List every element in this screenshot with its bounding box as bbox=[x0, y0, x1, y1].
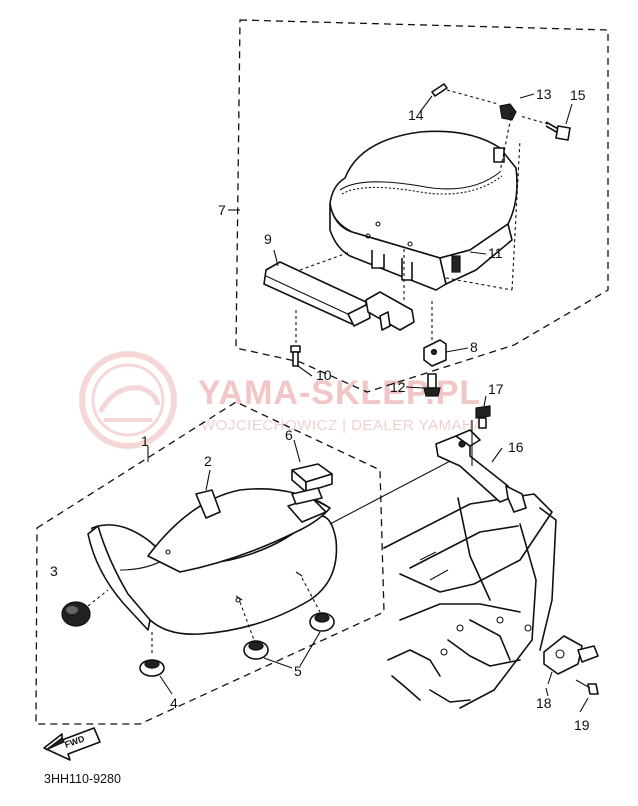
part-6-damper bbox=[291, 439, 333, 493]
seat-hook bbox=[287, 487, 327, 523]
watermark-subtitle: WOJCIECHOWICZ | DEALER YAMAHA bbox=[201, 417, 484, 434]
callout-4: 4 bbox=[170, 695, 178, 711]
front-seat bbox=[87, 488, 338, 636]
callout-19: 19 bbox=[574, 717, 590, 733]
part-12-bolt bbox=[423, 373, 441, 397]
rear-seat bbox=[329, 130, 518, 291]
part-15-screw bbox=[519, 115, 571, 141]
callout-2: 2 bbox=[204, 453, 212, 469]
part-13-grommet bbox=[499, 103, 517, 173]
callout-17: 17 bbox=[488, 381, 504, 397]
part-2-strap bbox=[195, 469, 221, 519]
callout-16: 16 bbox=[508, 439, 524, 455]
part-10-bolt bbox=[290, 345, 301, 367]
connector-line bbox=[329, 457, 457, 525]
part-14-pin bbox=[431, 83, 499, 105]
projection-line bbox=[511, 139, 521, 291]
callout-8: 8 bbox=[470, 339, 478, 355]
leader-lines bbox=[273, 93, 573, 697]
callout-5: 5 bbox=[294, 663, 302, 679]
callout-12: 12 bbox=[390, 379, 406, 395]
fwd-arrow-icon: FWD bbox=[43, 727, 101, 761]
part-18-lock-cylinder bbox=[543, 635, 599, 685]
diagram-code: 3HH110-9280 bbox=[44, 772, 121, 786]
callout-14: 14 bbox=[408, 107, 424, 123]
projection-line bbox=[445, 277, 513, 291]
part-4-foot bbox=[139, 632, 173, 695]
watermark-logo-icon bbox=[79, 351, 177, 449]
callout-6: 6 bbox=[285, 427, 293, 443]
part-17-bolt bbox=[475, 405, 491, 429]
frame bbox=[383, 493, 557, 709]
callout-9: 9 bbox=[264, 231, 272, 247]
projection-line bbox=[299, 251, 351, 271]
callout-13: 13 bbox=[536, 86, 552, 102]
callout-1: 1 bbox=[141, 433, 149, 449]
callout-3: 3 bbox=[50, 563, 58, 579]
part-5-dampers bbox=[239, 577, 335, 669]
part-16-lock bbox=[435, 420, 527, 513]
part-19-screw bbox=[575, 679, 599, 713]
part-9-bracket bbox=[263, 261, 371, 346]
callout-7: 7 bbox=[218, 202, 226, 218]
callout-15: 15 bbox=[570, 87, 586, 103]
callout-18: 18 bbox=[536, 695, 552, 711]
part-3-knob bbox=[61, 589, 109, 627]
callout-11: 11 bbox=[488, 245, 503, 261]
upper-group-border bbox=[235, 19, 609, 393]
part-8-clip bbox=[423, 300, 447, 367]
callout-10: 10 bbox=[316, 367, 332, 383]
hinge-bracket bbox=[365, 248, 415, 331]
